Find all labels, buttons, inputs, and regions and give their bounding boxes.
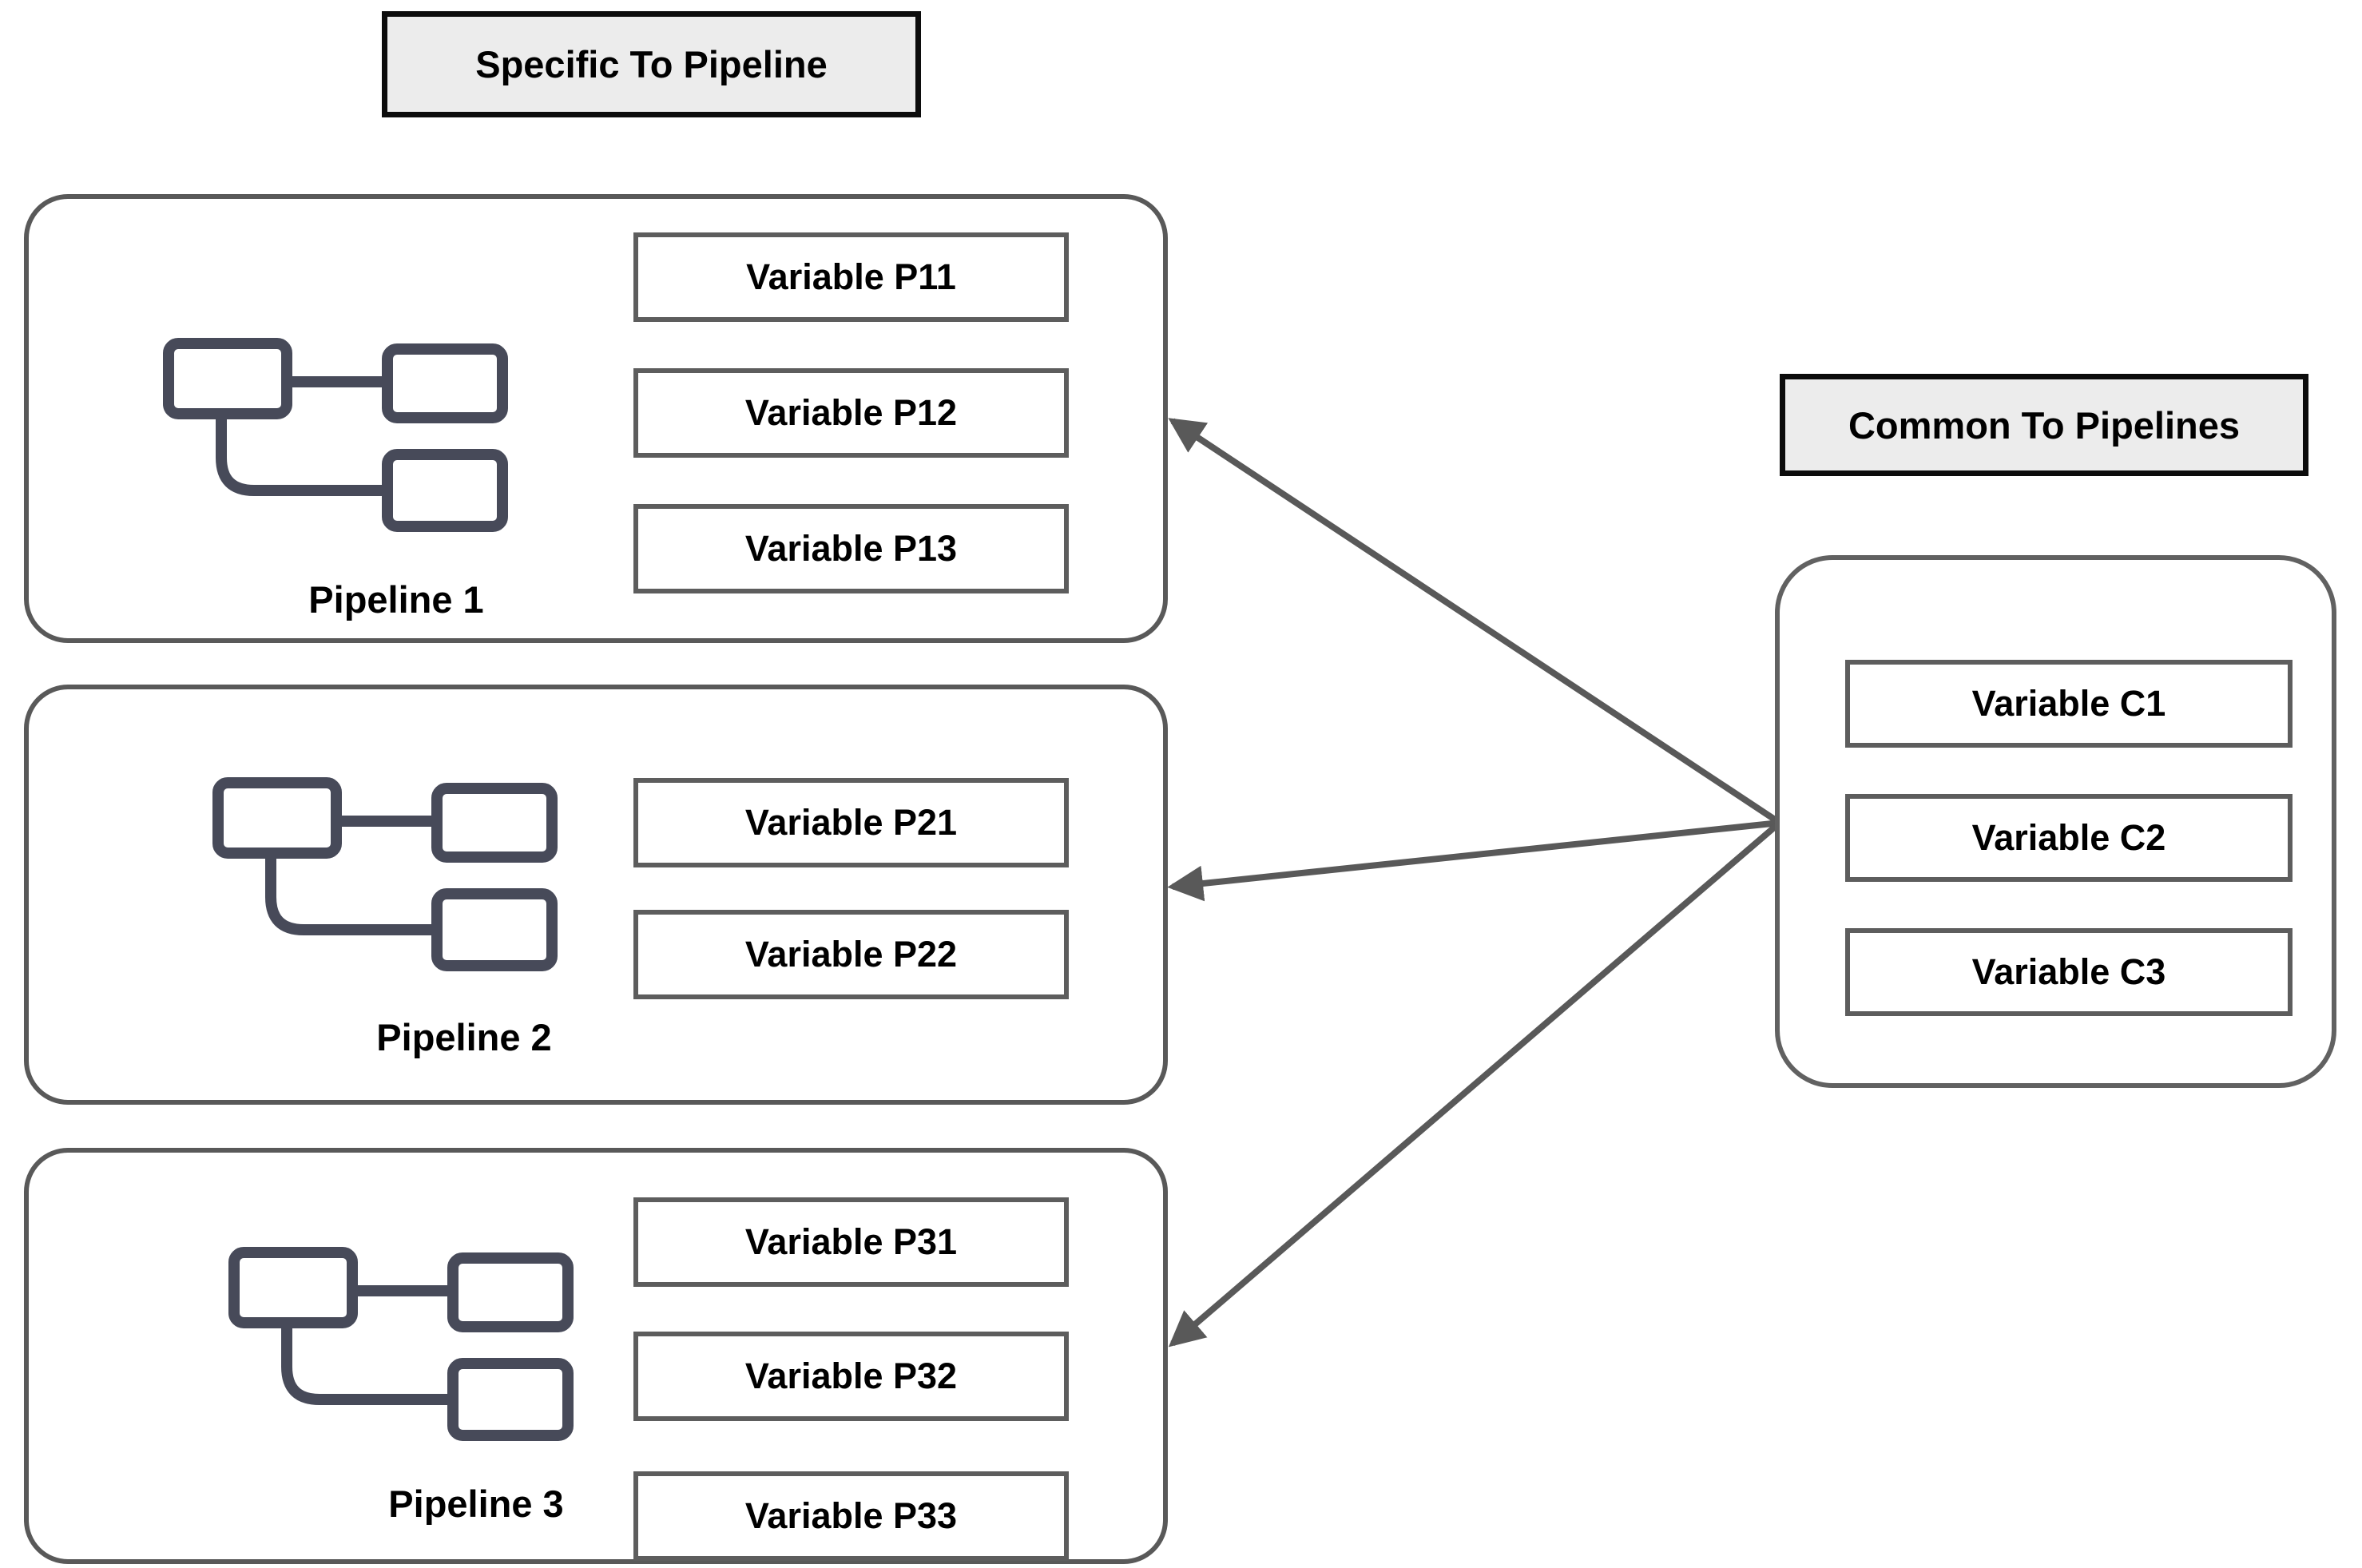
variable-box-c2: Variable C2 <box>1845 794 2293 882</box>
variable-box-p32: Variable P32 <box>633 1332 1069 1421</box>
left-section-title: Specific To Pipeline <box>382 11 921 117</box>
variable-box-p12: Variable P12 <box>633 368 1069 458</box>
variable-box-p21: Variable P21 <box>633 778 1069 867</box>
workflow-icon <box>228 1247 574 1441</box>
pipeline-1-label: Pipeline 1 <box>308 578 484 621</box>
variable-box-p11: Variable P11 <box>633 232 1069 322</box>
right-section-title: Common To Pipelines <box>1780 374 2308 476</box>
arrow-common-to-pipeline-1 <box>1168 418 1782 826</box>
pipeline-2-container: Pipeline 2 Variable P21 Variable P22 <box>24 685 1168 1105</box>
common-variables-container: Variable C1 Variable C2 Variable C3 <box>1775 555 2336 1088</box>
pipeline-2-label: Pipeline 2 <box>376 1016 552 1058</box>
variable-box-p22: Variable P22 <box>633 910 1069 999</box>
arrow-common-to-pipeline-2 <box>1167 820 1780 902</box>
variable-box-c3: Variable C3 <box>1845 928 2293 1016</box>
variable-box-p33: Variable P33 <box>633 1471 1069 1561</box>
arrow-common-to-pipeline-3 <box>1168 820 1782 1348</box>
variable-box-p31: Variable P31 <box>633 1197 1069 1287</box>
variable-box-c1: Variable C1 <box>1845 660 2293 748</box>
pipeline-3-label: Pipeline 3 <box>388 1483 564 1525</box>
workflow-icon <box>163 338 508 532</box>
variable-box-p13: Variable P13 <box>633 504 1069 593</box>
workflow-icon <box>212 777 558 971</box>
pipeline-3-container: Pipeline 3 Variable P31 Variable P32 Var… <box>24 1148 1168 1564</box>
pipeline-1-container: Pipeline 1 Variable P11 Variable P12 Var… <box>24 194 1168 643</box>
